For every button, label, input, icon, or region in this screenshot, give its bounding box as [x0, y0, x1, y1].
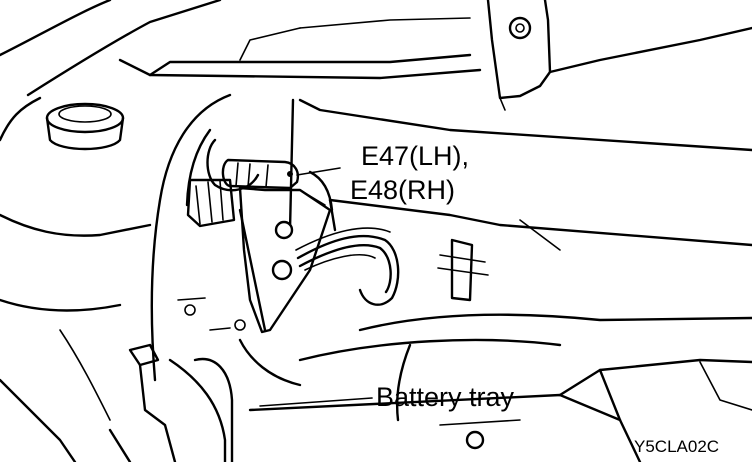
upper-body-panel — [0, 0, 752, 142]
wiring-harness — [295, 170, 400, 306]
connector-lh-callout: E47(LH), — [361, 141, 470, 171]
connector-rh-callout: E48(RH) — [350, 175, 456, 205]
connector-bracket — [238, 186, 332, 334]
harness-connector — [186, 158, 341, 228]
battery-tray-outline — [248, 358, 752, 462]
battery-tray-leader — [259, 397, 373, 407]
upper-mounting-bracket — [486, 0, 552, 111]
strut-tower-outline — [0, 93, 232, 421]
battery-tray-callout: Battery tray — [376, 382, 515, 412]
reservoir-cap — [45, 102, 125, 151]
lower-components — [0, 297, 752, 462]
radiator-support — [298, 98, 752, 251]
figure-code: Y5CLA02C — [634, 437, 720, 456]
harness-clip — [437, 238, 489, 302]
